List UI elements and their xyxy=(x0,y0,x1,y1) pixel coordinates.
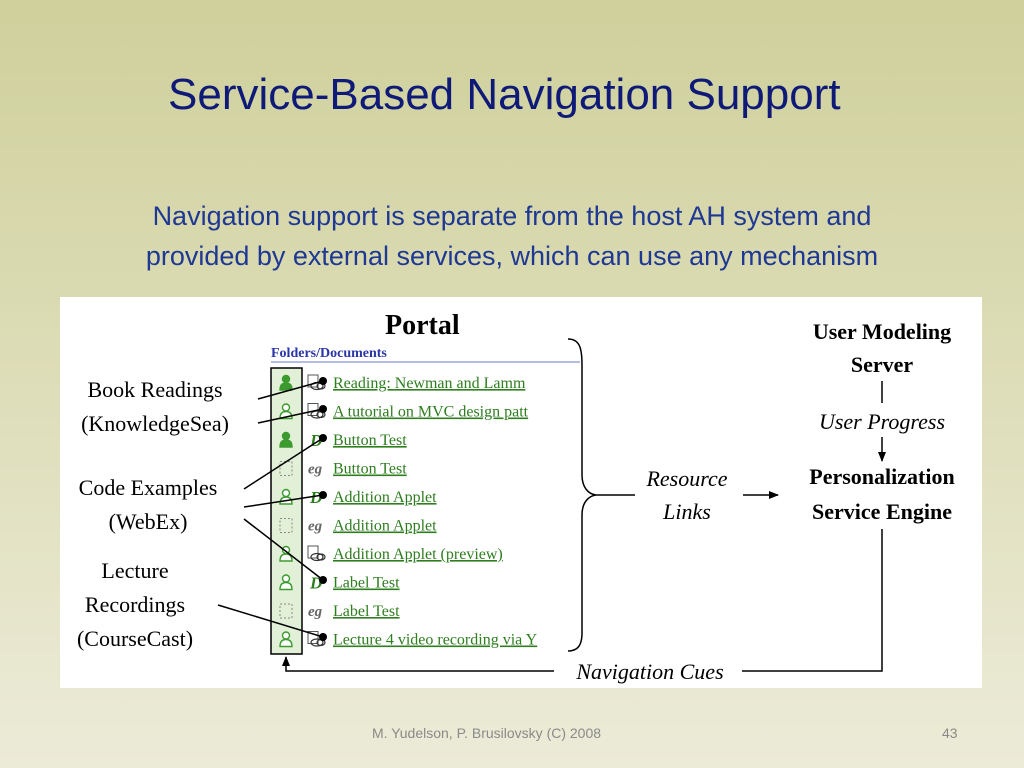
list-item: eg Button Test xyxy=(279,461,407,478)
document-link[interactable]: Addition Applet (preview) xyxy=(333,546,503,563)
book-readings-label: Book Readings xyxy=(87,377,222,402)
document-link[interactable]: A tutorial on MVC design patt xyxy=(333,404,529,421)
subtitle-line-1: Navigation support is separate from the … xyxy=(152,201,872,231)
lecture-sublabel-2: (CourseCast) xyxy=(77,626,193,651)
person-outline-icon xyxy=(279,488,293,505)
list-item: eg Addition Applet xyxy=(279,518,437,535)
list-item: D Label Test xyxy=(279,574,400,593)
book-readings-sublabel: (KnowledgeSea) xyxy=(81,411,229,436)
diagram-figure: Portal Folders/Documents Reading: Newman… xyxy=(60,297,982,688)
list-item: Reading: Newman and Lamm xyxy=(279,374,526,392)
page-number: 43 xyxy=(942,725,958,741)
document-link[interactable]: Label Test xyxy=(333,575,400,592)
subtitle-line-2: provided by external services, which can… xyxy=(145,241,879,271)
pointer-dot xyxy=(319,377,327,385)
document-link[interactable]: Label Test xyxy=(333,603,400,620)
d-icon: D xyxy=(309,488,322,507)
lecture-sublabel-1: Recordings xyxy=(85,592,185,617)
list-item: eg Label Test xyxy=(279,603,400,620)
person-filled-icon xyxy=(279,431,293,448)
person-outline-icon xyxy=(279,545,293,562)
document-link[interactable]: Lecture 4 video recording via Y xyxy=(333,632,538,649)
pointer-code-examples-1 xyxy=(243,437,324,490)
document-link[interactable]: Button Test xyxy=(333,461,407,478)
person-filled-icon xyxy=(279,374,293,391)
status-column-box xyxy=(270,367,303,655)
eg-icon: eg xyxy=(308,604,323,620)
reading-link-icon xyxy=(307,631,326,647)
empty-box-icon xyxy=(279,603,293,619)
slide-subtitle: Navigation support is separate from the … xyxy=(30,196,994,276)
pointer-dot xyxy=(319,576,327,584)
list-item: D Addition Applet xyxy=(279,488,437,507)
code-examples-label: Code Examples xyxy=(79,475,218,500)
folders-header: Folders/Documents xyxy=(271,346,387,361)
eg-icon: eg xyxy=(308,519,323,535)
um-server-label: User Modeling xyxy=(813,319,951,344)
pse-label: Personalization xyxy=(809,464,954,489)
pointer-dot xyxy=(319,434,327,442)
list-item: A tutorial on MVC design patt xyxy=(279,403,529,421)
um-server-sublabel: Server xyxy=(851,352,914,377)
reading-link-icon xyxy=(307,545,326,562)
nav-cues-arrow xyxy=(282,656,554,672)
slide-title: Service-Based Navigation Support xyxy=(168,70,841,119)
person-outline-icon xyxy=(279,403,293,420)
nav-cues-line-right xyxy=(742,529,883,672)
pointer-lecture xyxy=(217,604,324,638)
pointer-book-readings-2 xyxy=(257,408,324,424)
empty-box-icon xyxy=(279,518,293,533)
eg-icon: eg xyxy=(308,462,323,478)
list-item: Addition Applet (preview) xyxy=(279,545,503,563)
person-outline-icon xyxy=(279,631,293,648)
pse-sublabel: Service Engine xyxy=(812,499,952,524)
portal-rows: Reading: Newman and Lamm A tutorial on MV… xyxy=(279,374,538,649)
portal-title: Portal xyxy=(385,310,460,341)
pointer-dot xyxy=(319,405,327,413)
document-link[interactable]: Addition Applet xyxy=(333,489,437,506)
document-link[interactable]: Reading: Newman and Lamm xyxy=(333,375,526,392)
lecture-label: Lecture xyxy=(101,558,168,583)
navigation-cues-label: Navigation Cues xyxy=(575,659,723,684)
person-outline-icon xyxy=(279,574,293,591)
resource-links-label: Resource xyxy=(645,466,727,491)
user-progress-label: User Progress xyxy=(819,409,945,434)
document-link[interactable]: Button Test xyxy=(333,432,407,449)
resource-links-sublabel: Links xyxy=(662,499,711,524)
d-icon: D xyxy=(309,574,322,593)
slide-footer: M. Yudelson, P. Brusilovsky (C) 2008 xyxy=(372,725,602,741)
pointer-dot xyxy=(319,633,327,641)
list-item: Lecture 4 video recording via Y xyxy=(279,631,538,649)
pointer-book-readings-1 xyxy=(257,380,324,400)
pointer-code-examples-2 xyxy=(243,494,324,508)
code-examples-sublabel: (WebEx) xyxy=(109,509,188,534)
document-link[interactable]: Addition Applet xyxy=(333,518,437,535)
portal-brace xyxy=(567,338,597,652)
pointer-dot xyxy=(319,491,327,499)
diagram-canvas: Portal Folders/Documents Reading: Newman… xyxy=(77,310,955,684)
pointer-code-examples-3 xyxy=(243,518,324,581)
